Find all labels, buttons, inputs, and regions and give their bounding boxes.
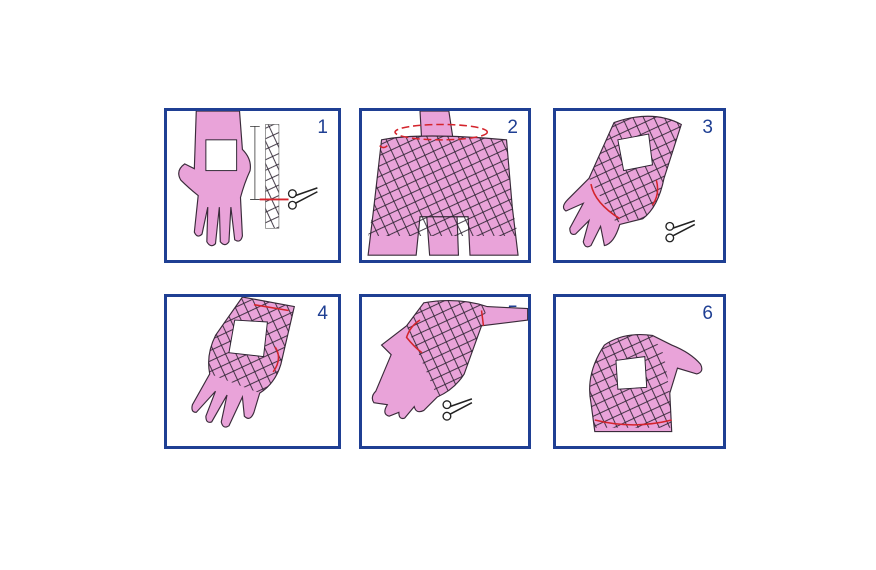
step-panel-5: 5 — [359, 294, 531, 449]
hand-illustration — [589, 334, 703, 433]
step-panel-6: 6 — [553, 294, 726, 449]
step-panel-2: 2 — [359, 108, 531, 263]
hand-illustration — [367, 111, 519, 256]
step-number: 3 — [702, 117, 713, 138]
net-bandage-illustration — [406, 300, 488, 397]
step-panel-1: 1 — [164, 108, 341, 263]
pad-dressing — [615, 356, 648, 390]
hand-illustration — [371, 300, 528, 421]
scissors-icon — [665, 219, 696, 243]
hand-illustration — [562, 115, 696, 248]
pad-dressing — [205, 139, 238, 172]
net-bandage-illustration — [368, 135, 519, 236]
scissors-icon — [287, 187, 319, 210]
step-number: 2 — [507, 117, 518, 138]
step-number: 4 — [317, 303, 328, 324]
net-bandage-illustration — [589, 116, 682, 223]
step-number: 1 — [317, 117, 328, 138]
hand-illustration — [191, 297, 296, 428]
net-bandage-illustration — [265, 124, 280, 229]
step-panel-3: 3 — [553, 108, 726, 263]
step-panel-4: 4 — [164, 294, 341, 449]
pad-dressing — [617, 133, 654, 172]
hand-illustration — [178, 111, 319, 247]
step-number: 6 — [702, 303, 713, 324]
pad-dressing — [228, 319, 268, 358]
scissors-icon — [442, 398, 473, 421]
